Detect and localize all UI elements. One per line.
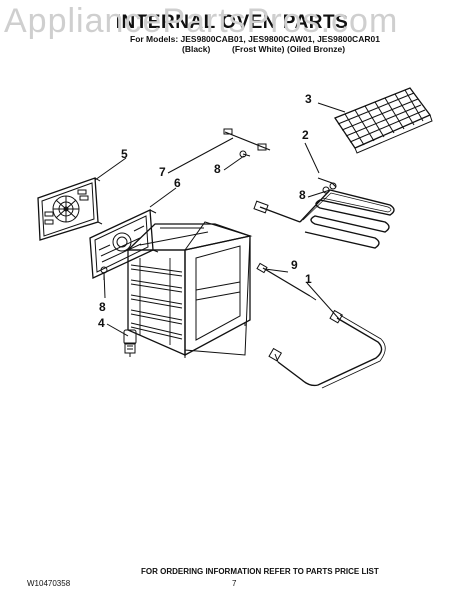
upper-heating-element-part-2 [253, 177, 395, 249]
temperature-sensor-part-9 [256, 262, 317, 301]
oven-rack-part-3 [334, 87, 433, 154]
leader-lines [94, 102, 346, 337]
page-title: INTERNAL OVEN PARTS [115, 12, 349, 33]
finish-frost-white: (Frost White) [232, 44, 285, 54]
convection-fan-assembly-part-5 [37, 177, 103, 241]
oven-cavity [126, 221, 253, 358]
callout-6: 6 [174, 176, 181, 190]
ordering-note: FOR ORDERING INFORMATION REFER TO PARTS … [141, 567, 379, 576]
callout-8-top: 8 [214, 162, 221, 176]
models-line: For Models: JES9800CAB01, JES9800CAW01, … [130, 34, 380, 44]
oven-light-part-4 [123, 329, 137, 357]
finish-oiled-bronze: (Oiled Bronze) [287, 44, 346, 54]
callout-7: 7 [159, 165, 166, 179]
callout-5: 5 [121, 147, 128, 161]
document-number: W10470358 [27, 579, 71, 588]
callout-1: 1 [305, 272, 312, 286]
wire-harness-part-7 [223, 128, 271, 158]
screw-part-8-left [100, 266, 108, 280]
finish-black: (Black) [182, 44, 211, 54]
page-number: 7 [232, 579, 237, 588]
watermark: AppliancePartsPros.com [4, 2, 399, 40]
lower-heating-element-part-1 [268, 309, 386, 389]
callout-8-left: 8 [99, 300, 106, 314]
callout-4: 4 [98, 316, 105, 330]
callout-8-right: 8 [299, 188, 306, 202]
callout-3: 3 [305, 92, 312, 106]
callout-9: 9 [291, 258, 298, 272]
callout-2: 2 [302, 128, 309, 142]
